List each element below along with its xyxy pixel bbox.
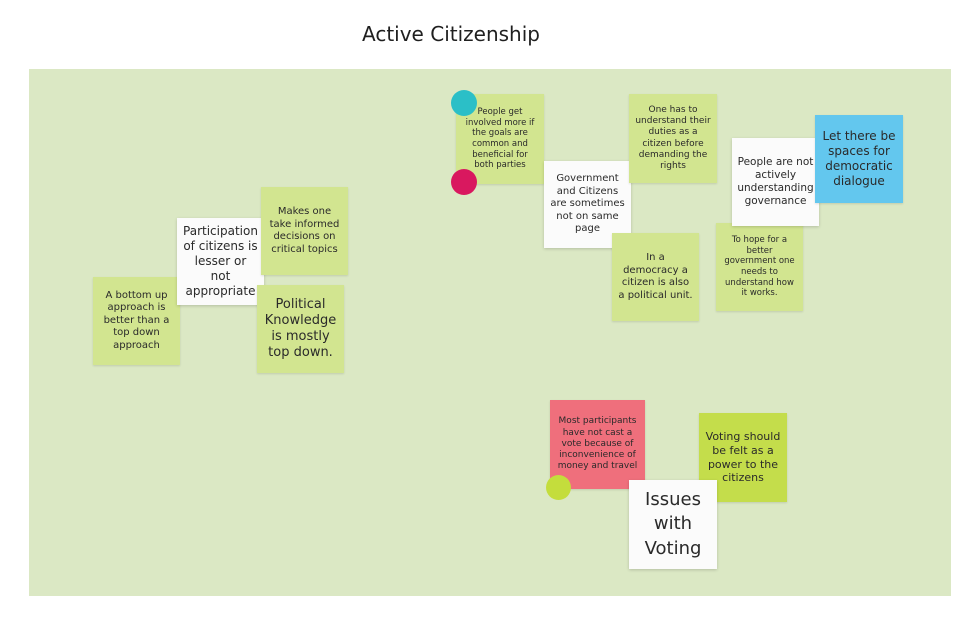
sticky-note-text: Most participants have not cast a vote b… [557, 416, 638, 472]
page-title: Active Citizenship [362, 22, 540, 46]
sticky-note-text: In a democracy a citizen is also a polit… [618, 252, 693, 301]
sticky-note-text: Voting should be felt as a power to the … [705, 430, 781, 485]
sticky-note-text: Issues with Voting [644, 489, 702, 559]
sticky-note-text: A bottom up approach is better than a to… [103, 289, 170, 351]
sticky-note-text: Political Knowledge is mostly top down. [264, 296, 337, 361]
sticky-note-participation[interactable]: Participation of citizens is lesser or n… [177, 218, 264, 305]
sticky-note-text: Let there be spaces for democratic dialo… [822, 129, 896, 188]
sticky-note-spaces-dialogue[interactable]: Let there be spaces for democratic dialo… [815, 115, 903, 203]
sticky-note-political-knowledge[interactable]: Political Knowledge is mostly top down. [257, 285, 344, 373]
teal-dot-marker[interactable] [451, 90, 477, 116]
magenta-dot-marker[interactable] [451, 169, 477, 195]
sticky-note-not-understanding[interactable]: People are not actively understanding go… [732, 138, 819, 226]
lime-dot-marker[interactable] [546, 475, 571, 500]
sticky-note-democracy-unit[interactable]: In a democracy a citizen is also a polit… [612, 233, 699, 321]
sticky-note-better-government[interactable]: To hope for a better government one need… [716, 223, 803, 311]
sticky-note-text: People are not actively understanding go… [737, 155, 814, 208]
sticky-note-government-citizens[interactable]: Government and Citizens are sometimes no… [544, 161, 631, 248]
sticky-note-text: People get involved more if the goals ar… [465, 107, 535, 171]
sticky-note-not-cast-vote[interactable]: Most participants have not cast a vote b… [550, 400, 645, 489]
sticky-note-issues-voting[interactable]: Issues with Voting [629, 480, 717, 569]
sticky-note-duties[interactable]: One has to understand their duties as a … [629, 94, 717, 183]
sticky-note-text: Makes one take informed decisions on cri… [269, 206, 340, 255]
sticky-note-bottom-up[interactable]: A bottom up approach is better than a to… [93, 277, 180, 365]
sticky-note-text: Government and Citizens are sometimes no… [550, 173, 625, 235]
sticky-note-text: To hope for a better government one need… [724, 235, 795, 299]
sticky-note-text: Participation of citizens is lesser or n… [183, 224, 258, 298]
sticky-note-informed-decisions[interactable]: Makes one take informed decisions on cri… [261, 187, 348, 275]
sticky-note-text: One has to understand their duties as a … [635, 104, 711, 171]
